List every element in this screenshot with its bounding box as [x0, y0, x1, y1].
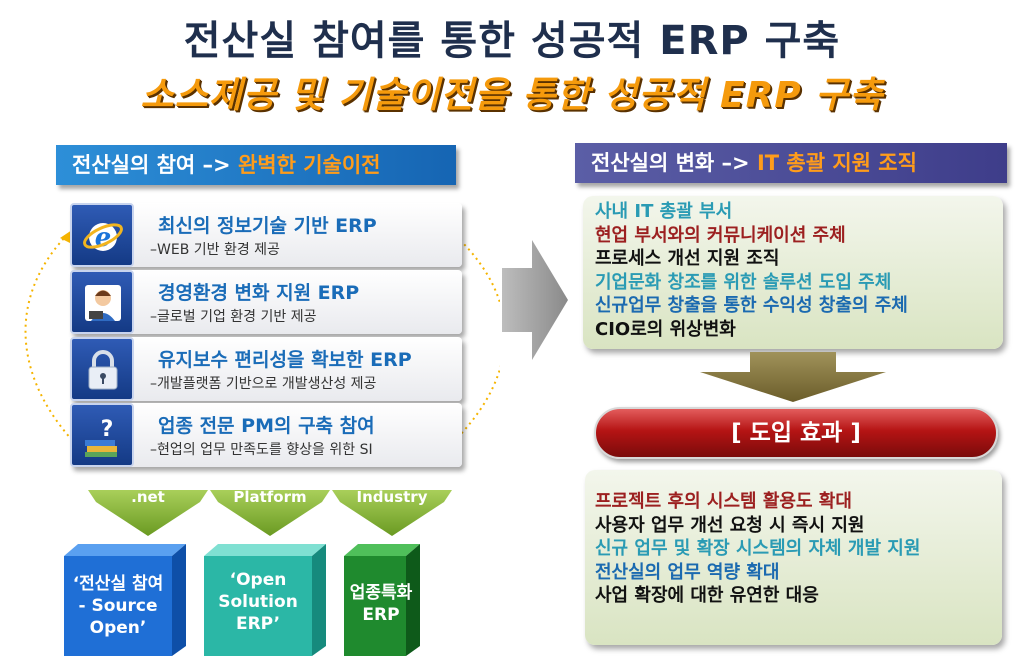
arrow-net: [88, 490, 208, 536]
cubes: [64, 544, 420, 656]
change-item: 프로세스 개선 지원 조직: [595, 248, 780, 269]
feature-title: 최신의 정보기술 기반 ERP: [158, 215, 377, 237]
feature-item-web-erp: e 최신의 정보기술 기반 ERP –WEB 기반 환경 제공: [70, 203, 462, 267]
cube-open-solution: [204, 544, 326, 656]
change-item: 기업문화 창조를 위한 솔루션 도입 주체: [595, 271, 892, 293]
feature-item-maintenance-erp: 유지보수 편리성을 확보한 ERP –개발플랫폼 기반으로 개발생산성 제공: [70, 337, 462, 401]
feature-item-business-erp: 경영환경 변화 지원 ERP –글로벌 기업 환경 기반 제공: [70, 270, 462, 334]
category-arrows: [88, 490, 452, 536]
change-item: 사내 IT 총괄 부서: [595, 201, 733, 222]
page-subtitle: 소스제공 및 기술이전을 통한 성공적 ERP 구축: [140, 75, 884, 116]
feature-title: 업종 전문 PM의 구축 참여: [158, 415, 375, 437]
cube-source-open: [64, 544, 186, 656]
right-header-prefix: 전산실의 변화 –>: [591, 151, 757, 175]
feature-subtitle: –개발플랫폼 기반으로 개발생산성 제공: [150, 376, 377, 392]
arrow-label-industry: Industry: [356, 488, 428, 506]
support-agent-icon: [70, 270, 134, 334]
help-books-icon: ?: [70, 403, 134, 467]
arrow-label-net: .net: [131, 488, 165, 506]
cube-label-industry-erp: 업종특화 ERP: [349, 583, 413, 625]
cube-label-source-open: ‘전산실 참여 - Source Open’: [72, 574, 164, 638]
arrow-label-platform: Platform: [233, 488, 307, 506]
cube-industry-erp: [344, 544, 420, 656]
arrow-platform: [210, 490, 330, 536]
effect-item: 전산실의 업무 역량 확대: [595, 561, 780, 583]
left-header-prefix: 전산실의 참여 –>: [72, 153, 238, 177]
change-item: 현업 부서와의 커뮤니케이션 주체: [595, 224, 846, 246]
ie-browser-icon: e: [70, 203, 134, 267]
feature-item-pm-participation: ? 업종 전문 PM의 구축 참여 –현업의 업무 만족도를 향상을 위한 SI: [70, 403, 462, 467]
right-header: 전산실의 변화 –> IT 총괄 지원 조직: [575, 143, 1007, 183]
feature-subtitle: –WEB 기반 환경 제공: [150, 242, 280, 258]
effect-item: 사용자 업무 개선 요청 시 즉시 지원: [595, 514, 865, 536]
feature-subtitle: –현업의 업무 만족도를 향상을 위한 SI: [150, 442, 373, 458]
change-item: 신규업무 창출을 통한 수익성 창출의 주체: [595, 295, 908, 316]
effect-item: 프로젝트 후의 시스템 활용도 확대: [595, 491, 852, 512]
feature-title: 경영환경 변화 지원 ERP: [158, 282, 360, 304]
effect-item: 신규 업무 및 확장 시스템의 자체 개발 지원: [595, 538, 921, 559]
effect-label: [ 도입 효과 ]: [731, 420, 861, 446]
transition-arrow: [502, 240, 568, 360]
effect-item: 사업 확장에 대한 유연한 대응: [595, 585, 819, 606]
feature-title: 유지보수 편리성을 확보한 ERP: [158, 349, 412, 371]
padlock-icon: [70, 337, 134, 401]
effect-list: 프로젝트 후의 시스템 활용도 확대 사용자 업무 개선 요청 시 즉시 지원 …: [585, 470, 1002, 645]
right-header-highlight: IT 총괄 지원 조직: [756, 151, 917, 175]
effect-banner: [ 도입 효과 ]: [594, 407, 998, 459]
change-list: 사내 IT 총괄 부서 현업 부서와의 커뮤니케이션 주체 프로세스 개선 지원…: [583, 196, 1003, 349]
cube-label-open-solution: ‘Open Solution ERP’: [218, 570, 298, 634]
left-header: 전산실의 참여 –> 완벽한 기술이전: [56, 145, 456, 185]
down-arrow: [700, 352, 886, 402]
feature-subtitle: –글로벌 기업 환경 기반 제공: [150, 309, 317, 325]
change-item: CIO로의 위상변화: [595, 318, 736, 340]
svg-text:?: ?: [101, 417, 114, 442]
left-header-highlight: 완벽한 기술이전: [237, 153, 381, 177]
page-title: 전산실 참여를 통한 성공적 ERP 구축: [183, 18, 841, 64]
arrow-industry: [332, 490, 452, 536]
